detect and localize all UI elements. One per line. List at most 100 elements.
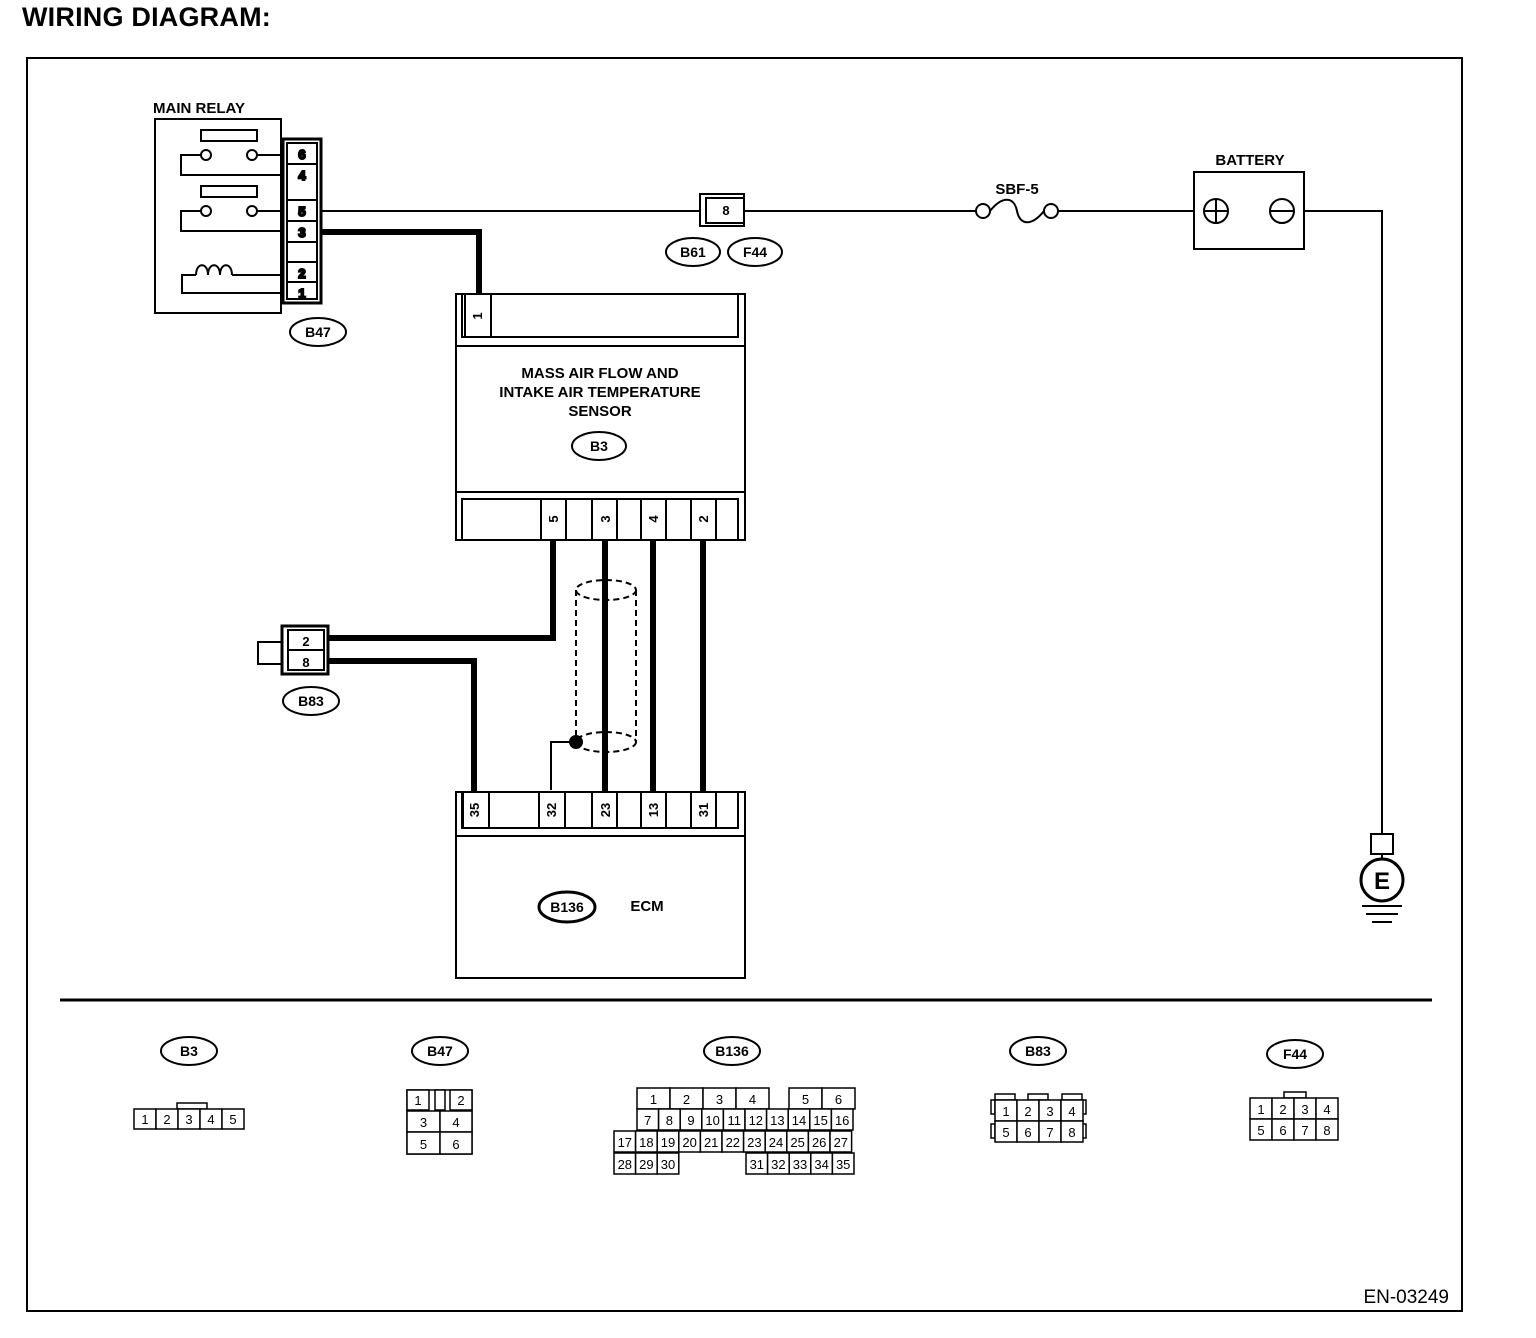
connector-view-label: B83 [1025,1043,1051,1059]
ecm-pin: 13 [646,803,661,817]
ecm: 35 32 23 13 31 B136 ECM [455,791,746,979]
svg-text:B136: B136 [550,899,584,915]
connector-view-pin: 1 [414,1093,421,1108]
connector-view-label: B3 [180,1043,198,1059]
connector-view-pin: 1 [141,1112,148,1127]
ecm-pin: 31 [696,803,711,817]
connector-view-pin: 8 [1323,1123,1330,1138]
connector-view-pin: 28 [618,1157,632,1172]
connector-view-pin: 4 [452,1115,459,1130]
main-relay-pin: 6 [298,147,305,162]
svg-text:B3: B3 [590,438,608,454]
svg-text:SBF-5: SBF-5 [995,181,1038,198]
connector-view-pin: 4 [207,1112,214,1127]
connector-view-pin: 12 [749,1113,763,1128]
figure-id: EN-03249 [1363,1287,1449,1308]
connector-view-pin: 4 [1068,1104,1075,1119]
connector-view-pin: 17 [618,1135,632,1150]
svg-text:B83: B83 [298,693,324,709]
connector-view-pin: 6 [1024,1125,1031,1140]
ground-icon [1359,857,1405,903]
ecm-pin: 23 [598,803,613,817]
connector-view-pin: 26 [812,1135,826,1150]
svg-text:INTAKE AIR TEMPERATURE: INTAKE AIR TEMPERATURE [499,384,700,401]
connector-view-pin: 10 [705,1113,719,1128]
main-relay-pin: 4 [298,168,306,183]
mass-air-flow-sensor: 1 MASS AIR FLOW AND INTAKE AIR TEMPERATU… [455,293,746,541]
connector-view-pin: 5 [229,1112,236,1127]
svg-text:1: 1 [470,312,485,319]
svg-text:E: E [1374,868,1390,895]
connector-view-pin: 23 [747,1135,761,1150]
thick-wires [321,229,706,792]
connector-view-pin: 19 [661,1135,675,1150]
connector-view-pin: 25 [790,1135,804,1150]
sensor-pin: 3 [598,515,613,522]
connector-b83: 2 8 B83 [257,624,340,716]
connector-view-pin: 5 [802,1092,809,1107]
main-relay-pin: 2 [298,266,305,281]
connector-view-pin: 21 [704,1135,718,1150]
connector-view-pin: 3 [185,1112,192,1127]
diagram-frame [26,57,1463,1312]
svg-text:MASS AIR FLOW AND: MASS AIR FLOW AND [521,365,678,382]
ground: E [1359,833,1405,923]
connector-view-pin: 3 [1301,1102,1308,1117]
main-relay-pin: 1 [298,286,305,301]
connector-view-pin: 15 [813,1113,827,1128]
svg-text:F44: F44 [743,244,767,260]
svg-text:B61: B61 [680,244,706,260]
connector-view-pin: 7 [1301,1123,1308,1138]
connector-view-pin: 6 [835,1092,842,1107]
connector-view-pin: 33 [793,1157,807,1172]
svg-text:8: 8 [302,655,309,670]
connector-view-pin: 35 [836,1157,850,1172]
connector-view-pin: 31 [750,1157,764,1172]
connector-view-pin: 27 [834,1135,848,1150]
connector-view-pin: 4 [1323,1102,1330,1117]
ecm-pin: 35 [467,803,482,817]
connector-view-pin: 13 [770,1113,784,1128]
connector-view-pin: 5 [1257,1123,1264,1138]
connector-view-pin: 5 [1002,1125,1009,1140]
connector-view-pin: 14 [792,1113,806,1128]
connector-view-pin: 16 [835,1113,849,1128]
connector-view-pin: 24 [769,1135,783,1150]
connector-view-pin: 1 [1257,1102,1264,1117]
connector-view-pin: 7 [644,1113,651,1128]
connector-view-pin: 9 [687,1113,694,1128]
connector-view-pin: 32 [771,1157,785,1172]
connector-view-pin: 29 [639,1157,653,1172]
battery: BATTERY [1193,152,1305,250]
connector-badge-b47: B47 [289,317,347,347]
thin-wires [321,210,1383,834]
svg-text:ECM: ECM [630,898,663,915]
connector-view-label: F44 [1283,1046,1307,1062]
connector-view-pin: 18 [639,1135,653,1150]
connector-view-pin: 34 [814,1157,828,1172]
connector-view-pin: 2 [683,1092,690,1107]
shield-ground-junction [569,735,583,749]
main-relay-pin: 3 [298,225,305,240]
connector-view-pin: 30 [661,1157,675,1172]
svg-text:8: 8 [722,203,729,218]
connector-view-pin: 20 [682,1135,696,1150]
connector-view-pin: 5 [420,1137,427,1152]
shield [575,579,637,753]
connector-view-pin: 11 [727,1113,741,1128]
connector-view-pin: 2 [457,1093,464,1108]
joint-connector: 8 B61 F44 [665,193,783,267]
connector-view-pin: 6 [452,1137,459,1152]
connector-view-pin: 1 [1002,1104,1009,1119]
connector-view-pin: 8 [666,1113,673,1128]
connector-view-pin: 22 [726,1135,740,1150]
sensor-pin: 4 [646,515,661,523]
ecm-pin: 32 [544,803,559,817]
connector-view-pin: 2 [1024,1104,1031,1119]
svg-text:SENSOR: SENSOR [568,403,632,420]
connector-view-pin: 3 [1046,1104,1053,1119]
main-relay-pin: 5 [298,204,305,219]
